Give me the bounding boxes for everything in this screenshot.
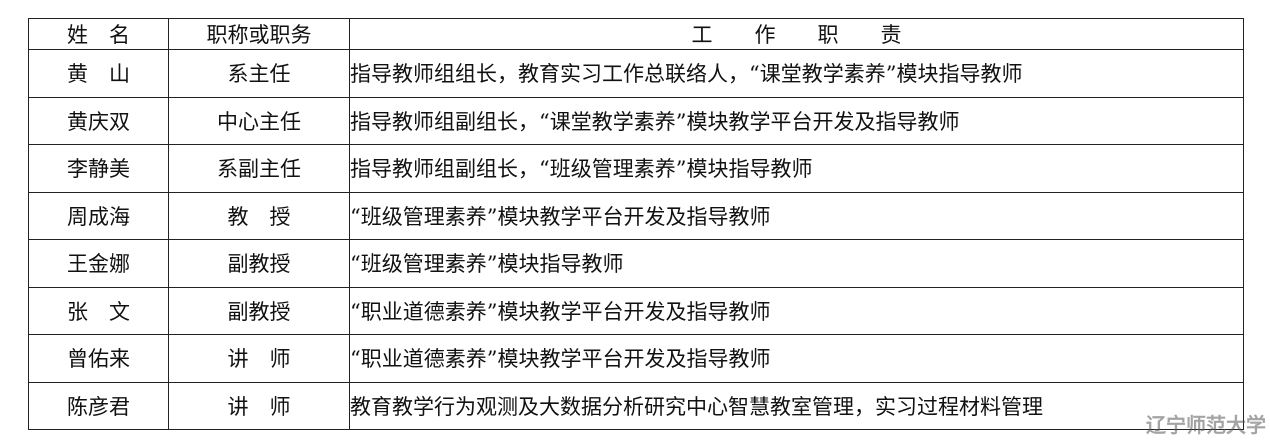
header-title: 职称或职务 <box>168 18 350 50</box>
table-row: 张 文 副教授 “职业道德素养”模块教学平台开发及指导教师 <box>28 286 1244 335</box>
cell-title: 讲 师 <box>168 381 350 430</box>
cell-title: 中心主任 <box>168 96 350 145</box>
cell-duty: “班级管理素养”模块教学平台开发及指导教师 <box>349 191 1244 240</box>
table-row: 李静美 系副主任 指导教师组副组长，“班级管理素养”模块指导教师 <box>28 144 1244 193</box>
cell-duty: “职业道德素养”模块教学平台开发及指导教师 <box>349 286 1244 335</box>
cell-name: 陈彦君 <box>28 381 169 430</box>
cell-title: 教 授 <box>168 191 350 240</box>
cell-title: 系主任 <box>168 49 350 98</box>
table-header-row: 姓 名 职称或职务 工 作 职 责 <box>28 18 1244 50</box>
table-row: 黄 山 系主任 指导教师组组长，教育实习工作总联络人，“课堂教学素养”模块指导教… <box>28 49 1244 98</box>
table-row: 王金娜 副教授 “班级管理素养”模块指导教师 <box>28 239 1244 288</box>
cell-name: 黄庆双 <box>28 96 169 145</box>
cell-name: 李静美 <box>28 144 169 193</box>
cell-name: 周成海 <box>28 191 169 240</box>
cell-title: 副教授 <box>168 286 350 335</box>
header-duty: 工 作 职 责 <box>349 18 1244 50</box>
cell-duty: “职业道德素养”模块教学平台开发及指导教师 <box>349 334 1244 383</box>
cell-duty: 指导教师组副组长，“课堂教学素养”模块教学平台开发及指导教师 <box>349 96 1244 145</box>
header-name: 姓 名 <box>28 18 169 50</box>
cell-title: 副教授 <box>168 239 350 288</box>
staff-duty-table: 姓 名 职称或职务 工 作 职 责 黄 山 系主任 指导教师组组长，教育实习工作… <box>28 18 1244 430</box>
cell-title: 系副主任 <box>168 144 350 193</box>
cell-name: 王金娜 <box>28 239 169 288</box>
watermark-text: 辽宁师范大学 <box>1146 413 1266 437</box>
cell-title: 讲 师 <box>168 334 350 383</box>
cell-name: 张 文 <box>28 286 169 335</box>
cell-name: 曾佑来 <box>28 334 169 383</box>
cell-duty: 指导教师组副组长，“班级管理素养”模块指导教师 <box>349 144 1244 193</box>
table-row: 曾佑来 讲 师 “职业道德素养”模块教学平台开发及指导教师 <box>28 334 1244 383</box>
table-row: 周成海 教 授 “班级管理素养”模块教学平台开发及指导教师 <box>28 191 1244 240</box>
cell-duty: 指导教师组组长，教育实习工作总联络人，“课堂教学素养”模块指导教师 <box>349 49 1244 98</box>
cell-duty: “班级管理素养”模块指导教师 <box>349 239 1244 288</box>
cell-duty: 教育教学行为观测及大数据分析研究中心智慧教室管理，实习过程材料管理 <box>349 381 1244 430</box>
table-row: 黄庆双 中心主任 指导教师组副组长，“课堂教学素养”模块教学平台开发及指导教师 <box>28 96 1244 145</box>
table-row: 陈彦君 讲 师 教育教学行为观测及大数据分析研究中心智慧教室管理，实习过程材料管… <box>28 381 1244 430</box>
cell-name: 黄 山 <box>28 49 169 98</box>
